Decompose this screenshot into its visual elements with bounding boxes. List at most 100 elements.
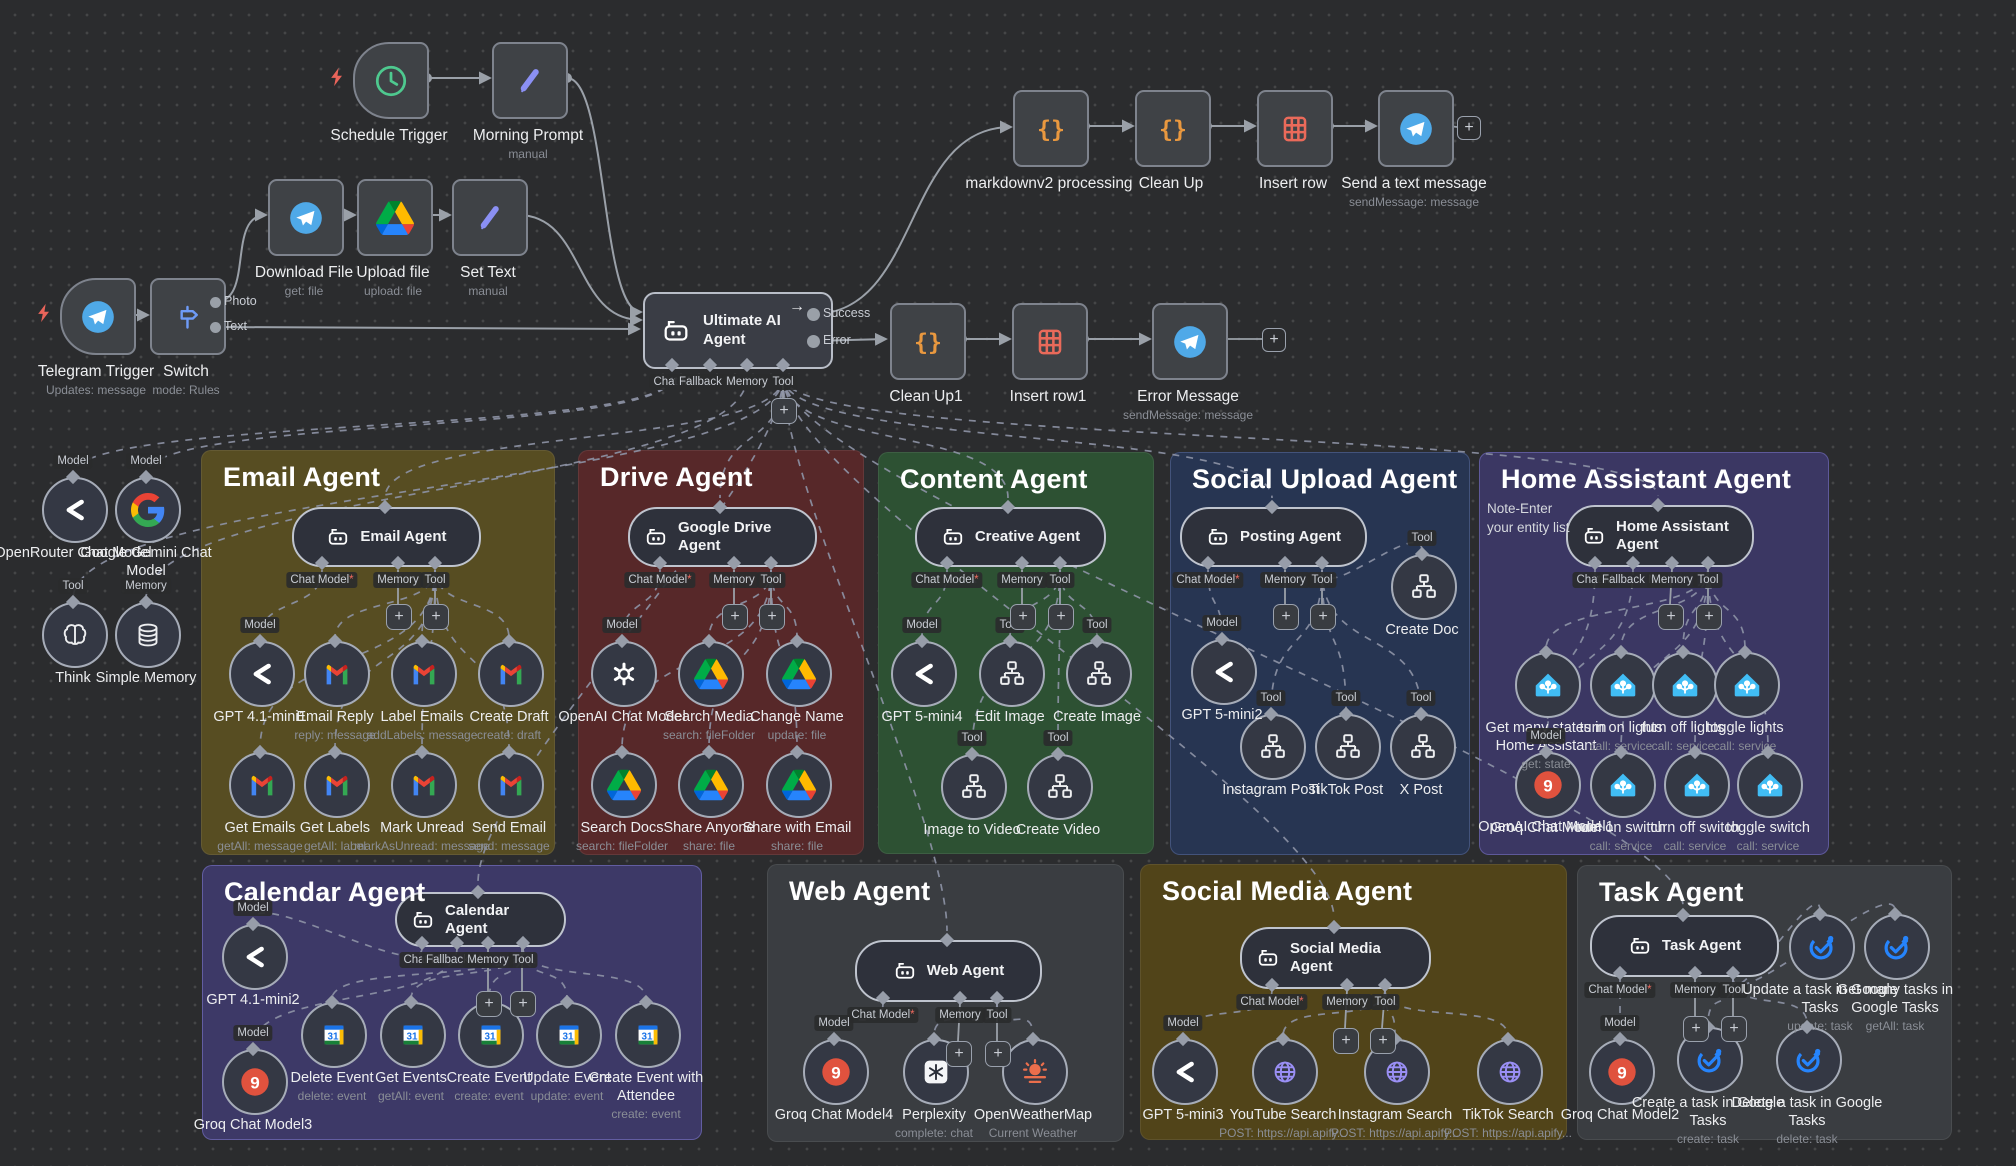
table-icon bbox=[1031, 323, 1069, 361]
node-groq-chat-model4[interactable]: 9 bbox=[803, 1039, 869, 1105]
node-groq-chat-model3[interactable]: 9 bbox=[222, 1049, 288, 1115]
add-node-button[interactable]: + bbox=[722, 604, 748, 630]
node-toggle-switch[interactable] bbox=[1737, 752, 1803, 818]
node-calendar-agent[interactable]: Calendar Agent bbox=[395, 892, 566, 947]
node-home-assistant-agent[interactable]: Home Assistant Agent bbox=[1566, 505, 1754, 567]
node-set-text[interactable] bbox=[452, 179, 528, 256]
node-tiktok-post[interactable] bbox=[1315, 714, 1381, 780]
node-email-reply[interactable] bbox=[304, 641, 370, 707]
node-share-with-email[interactable] bbox=[766, 752, 832, 818]
node-delete-task[interactable] bbox=[1776, 1027, 1842, 1093]
add-node-button[interactable]: + bbox=[1370, 1028, 1396, 1054]
node-openai-chat-model[interactable] bbox=[591, 641, 657, 707]
node-clean-up[interactable]: {} bbox=[1135, 90, 1211, 167]
node-groq-chat-model[interactable]: 9 bbox=[1515, 752, 1581, 818]
node-error-message[interactable] bbox=[1152, 303, 1228, 380]
node-insert-row1[interactable] bbox=[1012, 303, 1088, 380]
add-node-button[interactable]: + bbox=[423, 604, 449, 630]
node-insert-row[interactable] bbox=[1257, 90, 1333, 167]
node-openweathermap[interactable] bbox=[1002, 1039, 1068, 1105]
node-create-video[interactable] bbox=[1027, 754, 1093, 820]
add-node-button[interactable]: + bbox=[1658, 604, 1684, 630]
node-web-agent[interactable]: Web Agent bbox=[855, 940, 1042, 1002]
add-node-button[interactable]: + bbox=[386, 604, 412, 630]
node-toggle-lights[interactable] bbox=[1714, 652, 1780, 718]
node-update-task[interactable] bbox=[1789, 914, 1855, 980]
node-get-many-states[interactable] bbox=[1515, 652, 1581, 718]
node-get-labels[interactable] bbox=[304, 752, 370, 818]
node-schedule-trigger[interactable] bbox=[353, 42, 429, 119]
node-gpt-41-mini2[interactable] bbox=[222, 924, 288, 990]
node-edit-image[interactable] bbox=[979, 641, 1045, 707]
add-node-button[interactable]: + bbox=[1721, 1016, 1747, 1042]
node-telegram-trigger[interactable] bbox=[60, 278, 136, 355]
add-node-button[interactable]: + bbox=[1333, 1028, 1359, 1054]
node-simple-memory[interactable] bbox=[115, 602, 181, 668]
node-label-emails[interactable] bbox=[391, 641, 457, 707]
output-dot-error[interactable] bbox=[806, 334, 820, 348]
node-openrouter-chat-model[interactable] bbox=[42, 477, 108, 543]
node-turn-on-lights[interactable] bbox=[1590, 652, 1656, 718]
node-download-file[interactable] bbox=[268, 179, 344, 256]
node-gpt-5-mini4[interactable] bbox=[891, 641, 957, 707]
node-gpt-5-mini2[interactable] bbox=[1191, 639, 1257, 705]
node-turn-off-lights[interactable] bbox=[1652, 652, 1718, 718]
add-node-button[interactable]: + bbox=[759, 604, 785, 630]
add-node-button[interactable]: + bbox=[1262, 328, 1286, 352]
add-node-button[interactable]: + bbox=[1310, 604, 1336, 630]
node-create-doc[interactable] bbox=[1391, 554, 1457, 620]
node-search-media[interactable] bbox=[678, 641, 744, 707]
add-node-button[interactable]: + bbox=[1457, 116, 1481, 140]
node-think[interactable] bbox=[42, 602, 108, 668]
node-turn-off-switch[interactable] bbox=[1664, 752, 1730, 818]
node-send-email[interactable] bbox=[478, 752, 544, 818]
node-search-docs[interactable] bbox=[591, 752, 657, 818]
node-gpt-41-mini1[interactable] bbox=[229, 641, 295, 707]
node-create-draft[interactable] bbox=[478, 641, 544, 707]
add-node-button[interactable]: + bbox=[1683, 1016, 1709, 1042]
add-node-button[interactable]: + bbox=[946, 1041, 972, 1067]
node-gpt-5-mini3[interactable] bbox=[1152, 1039, 1218, 1105]
node-change-name[interactable] bbox=[766, 641, 832, 707]
node-get-many-tasks[interactable] bbox=[1864, 914, 1930, 980]
node-get-events[interactable]: 31 bbox=[380, 1002, 446, 1068]
node-groq-chat-model2[interactable]: 9 bbox=[1589, 1039, 1655, 1105]
add-node-button[interactable]: + bbox=[985, 1041, 1011, 1067]
node-x-post[interactable] bbox=[1390, 714, 1456, 780]
node-upload-file[interactable] bbox=[357, 179, 433, 256]
node-instagram-post[interactable] bbox=[1240, 714, 1306, 780]
node-posting-agent[interactable]: Posting Agent bbox=[1180, 507, 1367, 567]
node-youtube-search[interactable] bbox=[1252, 1039, 1318, 1105]
output-dot-text[interactable] bbox=[209, 321, 221, 333]
node-markdownv2-processing[interactable]: {} bbox=[1013, 90, 1089, 167]
node-email-agent[interactable]: Email Agent bbox=[292, 507, 481, 567]
node-create-image[interactable] bbox=[1066, 641, 1132, 707]
add-node-button[interactable]: + bbox=[510, 991, 536, 1017]
node-switch[interactable] bbox=[150, 278, 226, 355]
add-node-button[interactable]: + bbox=[1010, 604, 1036, 630]
node-mark-unread[interactable] bbox=[391, 752, 457, 818]
node-clean-up1[interactable]: {} bbox=[890, 303, 966, 380]
add-node-button[interactable]: + bbox=[1696, 604, 1722, 630]
add-node-button[interactable]: + bbox=[771, 398, 797, 424]
add-node-button[interactable]: + bbox=[1048, 604, 1074, 630]
add-node-button[interactable]: + bbox=[476, 991, 502, 1017]
node-google-gemini-chat-model[interactable] bbox=[115, 477, 181, 543]
node-update-event[interactable]: 31 bbox=[536, 1002, 602, 1068]
node-ultimate-ai-agent[interactable]: Ultimate AI Agent bbox=[643, 292, 833, 369]
node-label: Home Assistant Agent bbox=[1616, 518, 1729, 553]
open-agent-arrow-icon[interactable]: → bbox=[789, 298, 805, 315]
add-node-button[interactable]: + bbox=[1273, 604, 1299, 630]
node-image-to-video[interactable] bbox=[941, 754, 1007, 820]
node-get-emails[interactable] bbox=[229, 752, 295, 818]
output-dot-success[interactable] bbox=[806, 307, 820, 321]
node-turn-on-switch[interactable] bbox=[1590, 752, 1656, 818]
node-morning-prompt[interactable] bbox=[492, 42, 568, 119]
node-share-anyone[interactable] bbox=[678, 752, 744, 818]
node-send-a-text-message[interactable] bbox=[1378, 90, 1454, 167]
node-tiktok-search[interactable] bbox=[1477, 1039, 1543, 1105]
node-delete-event[interactable]: 31 bbox=[301, 1002, 367, 1068]
node-create-event-with-attendee[interactable]: 31 bbox=[615, 1002, 681, 1068]
output-dot-photo[interactable] bbox=[209, 296, 221, 308]
